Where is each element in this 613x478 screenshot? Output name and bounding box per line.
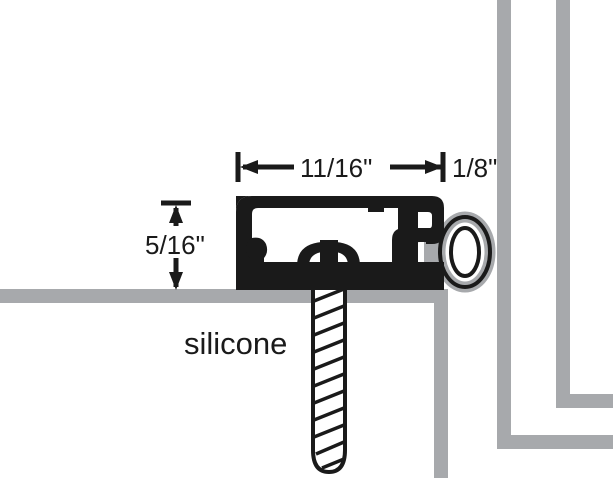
aluminum-extrusion-profile [236, 196, 444, 290]
jamb-wall-outer [497, 0, 613, 449]
silicone-annotation-label: silicone [184, 326, 287, 361]
substrate-sill [0, 289, 448, 478]
mounting-screw [311, 263, 347, 475]
width-dimension: 11/16" [235, 152, 446, 183]
gap-dimension: 1/8" [452, 153, 497, 183]
jamb-wall-inner [556, 0, 613, 408]
width-dimension-label: 11/16" [300, 153, 372, 183]
bulb-seal [424, 211, 496, 293]
height-dimension: 5/16" [145, 200, 205, 290]
gap-dimension-label: 1/8" [452, 153, 497, 183]
height-dimension-label: 5/16" [145, 230, 205, 260]
